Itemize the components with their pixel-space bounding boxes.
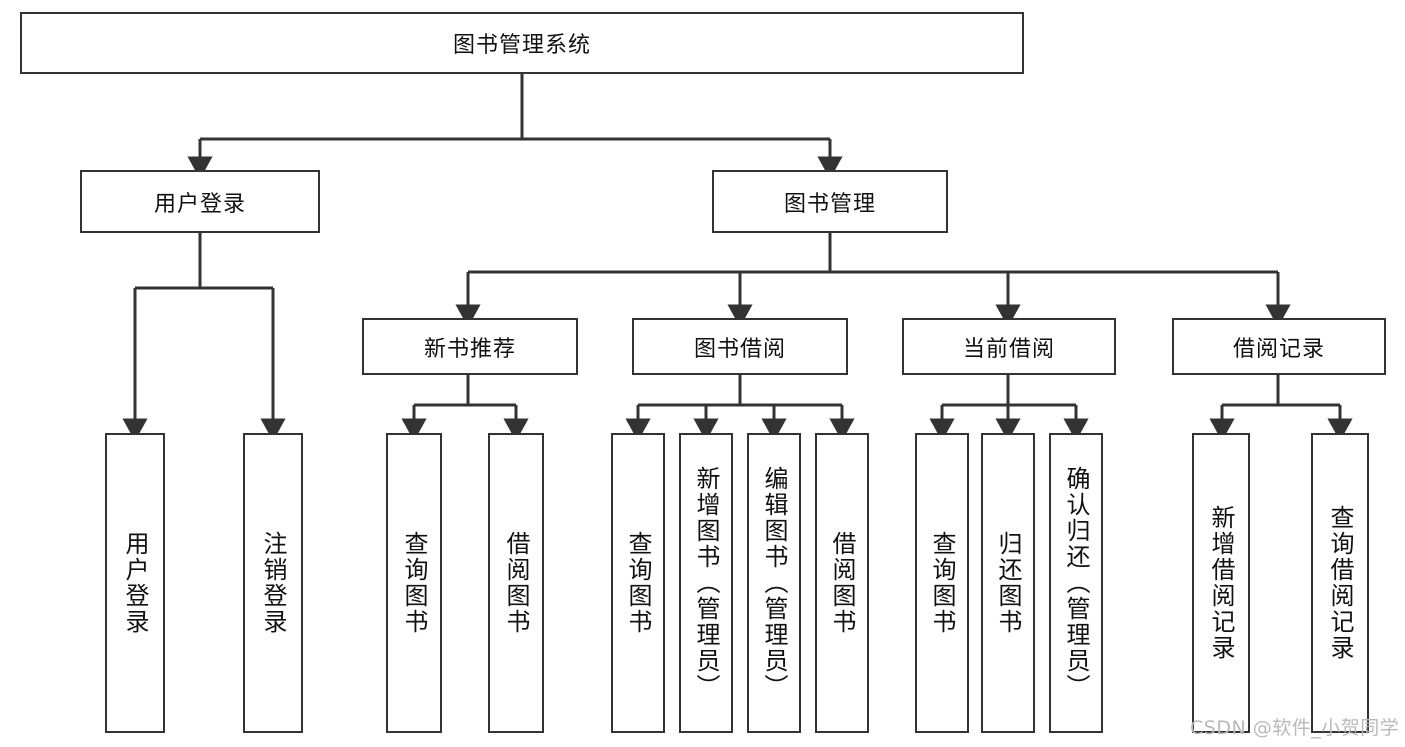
- node-book-management[interactable]: 图书管理: [712, 170, 948, 233]
- node-book-borrow-label: 图书借阅: [693, 336, 786, 362]
- node-book-borrow[interactable]: 图书借阅: [632, 318, 848, 375]
- node-leaf-query-book-2-label: 查询图书: [624, 531, 652, 635]
- node-current-borrow[interactable]: 当前借阅: [902, 318, 1116, 375]
- edges-borrow-record-to-leaves: [1209, 375, 1353, 442]
- node-leaf-logout-login-label: 注销登录: [259, 531, 287, 635]
- node-leaf-query-book-1-label: 查询图书: [400, 531, 428, 635]
- node-leaf-borrow-book-2-label: 借阅图书: [828, 531, 856, 635]
- node-root[interactable]: 图书管理系统: [20, 12, 1024, 74]
- node-leaf-confirm-return-label: 确认归还（管理员）: [1062, 466, 1090, 700]
- node-borrow-record-label: 借阅记录: [1232, 336, 1325, 362]
- node-borrow-record[interactable]: 借阅记录: [1172, 318, 1386, 375]
- node-user-login-label: 用户登录: [153, 191, 246, 217]
- node-leaf-edit-book-label: 编辑图书（管理员）: [760, 466, 788, 700]
- node-leaf-query-book-1[interactable]: 查询图书: [386, 433, 442, 733]
- node-user-login[interactable]: 用户登录: [80, 170, 320, 233]
- node-leaf-return-book-label: 归还图书: [994, 531, 1022, 635]
- node-leaf-add-book-label: 新增图书（管理员）: [692, 466, 720, 700]
- edges-user-login-to-leaves: [122, 233, 286, 442]
- node-leaf-borrow-book-2[interactable]: 借阅图书: [815, 433, 869, 733]
- node-leaf-edit-book[interactable]: 编辑图书（管理员）: [747, 433, 801, 733]
- node-root-label: 图书管理系统: [452, 33, 591, 58]
- edges-book-borrow-to-leaves: [625, 375, 855, 442]
- node-leaf-user-login-label: 用户登录: [121, 531, 149, 635]
- node-leaf-confirm-return[interactable]: 确认归还（管理员）: [1049, 433, 1103, 733]
- edges-book-management-to-level3: [455, 233, 1291, 328]
- node-leaf-user-login[interactable]: 用户登录: [105, 433, 165, 733]
- node-current-borrow-label: 当前借阅: [962, 336, 1055, 362]
- node-new-book-recommend[interactable]: 新书推荐: [362, 318, 578, 375]
- node-leaf-query-record[interactable]: 查询借阅记录: [1311, 433, 1369, 733]
- node-leaf-borrow-book-1[interactable]: 借阅图书: [488, 433, 544, 733]
- node-new-book-recommend-label: 新书推荐: [423, 336, 516, 362]
- node-leaf-borrow-book-1-label: 借阅图书: [502, 531, 530, 635]
- node-leaf-return-book[interactable]: 归还图书: [981, 433, 1035, 733]
- node-leaf-query-book-2[interactable]: 查询图书: [611, 433, 665, 733]
- node-leaf-logout-login[interactable]: 注销登录: [243, 433, 303, 733]
- node-leaf-add-record[interactable]: 新增借阅记录: [1192, 433, 1250, 733]
- node-book-management-label: 图书管理: [783, 191, 876, 217]
- edges-root-to-level2: [187, 74, 843, 180]
- node-leaf-query-book-3[interactable]: 查询图书: [915, 433, 969, 733]
- node-leaf-add-record-label: 新增借阅记录: [1207, 505, 1235, 661]
- edges-current-borrow-to-leaves: [929, 375, 1089, 442]
- edges-new-book-recommend-to-leaves: [401, 375, 529, 442]
- node-leaf-query-book-3-label: 查询图书: [928, 531, 956, 635]
- watermark-csdn: CSDN @软件_小贺同学: [1190, 717, 1400, 739]
- node-leaf-add-book[interactable]: 新增图书（管理员）: [679, 433, 733, 733]
- node-leaf-query-record-label: 查询借阅记录: [1326, 505, 1354, 661]
